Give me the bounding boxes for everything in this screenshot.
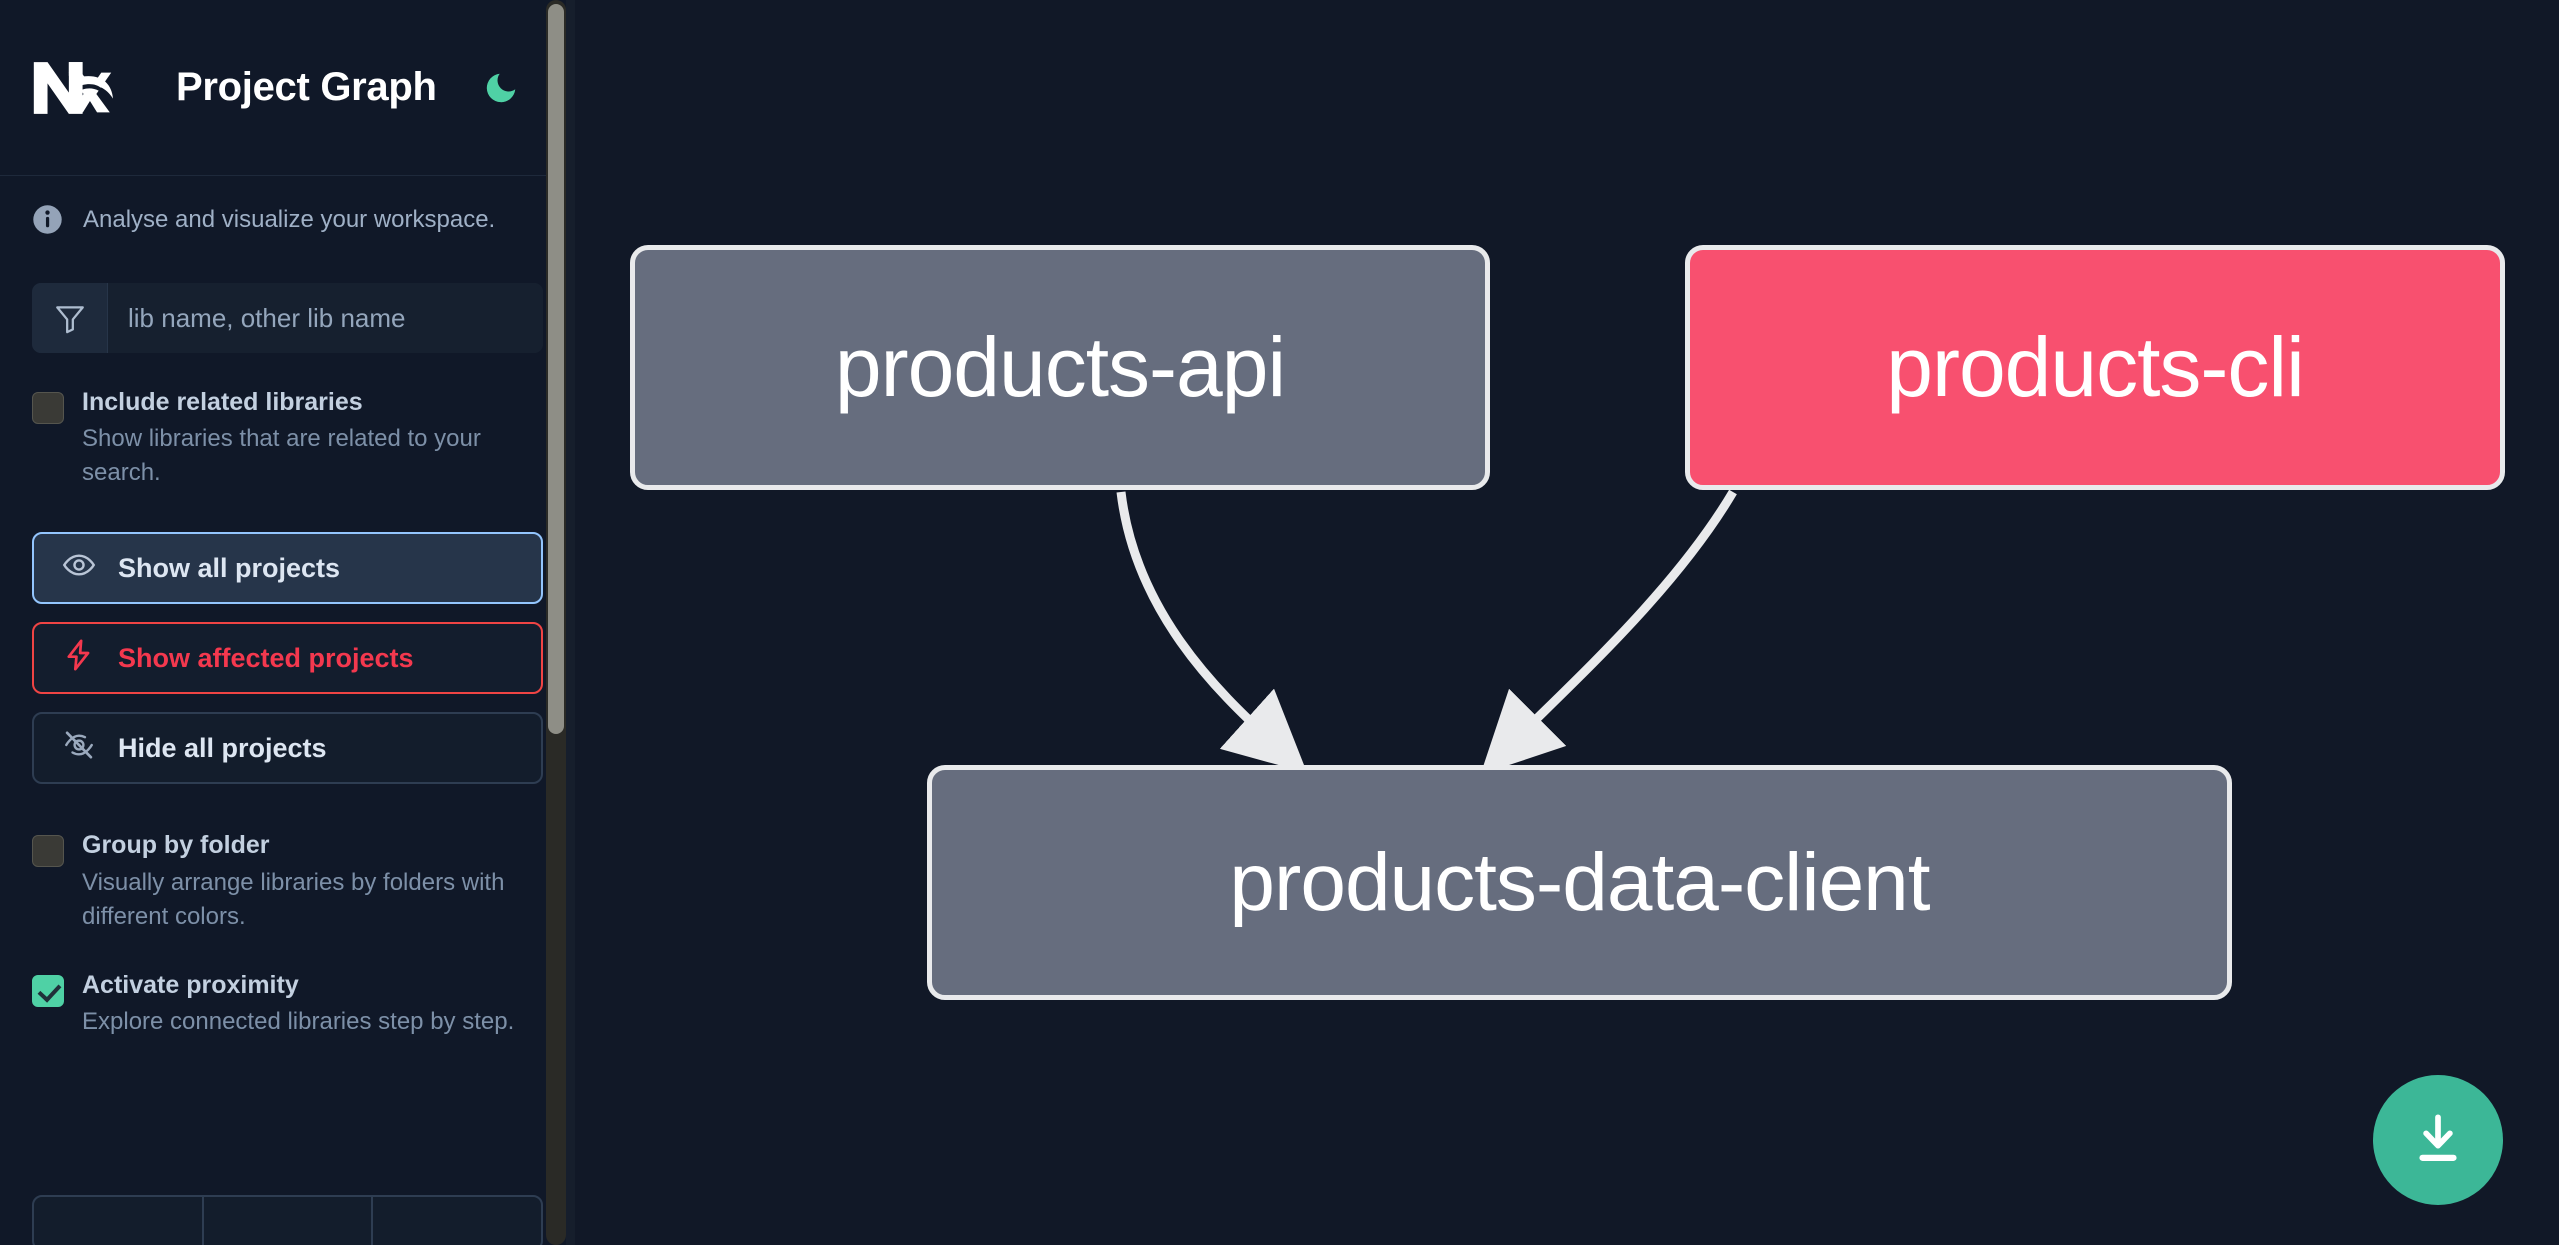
option-include-related-libraries[interactable]: Include related libraries Show libraries… — [0, 387, 575, 490]
moon-icon[interactable] — [479, 66, 523, 110]
graph-node-label: products-data-client — [1229, 836, 1930, 928]
text-filter — [32, 283, 543, 353]
sidebar-header: Project Graph — [0, 0, 575, 176]
edge-products-cli-to-products-data-client — [1480, 489, 1737, 775]
option-description: Show libraries that are related to your … — [82, 425, 481, 487]
activate-proximity-checkbox[interactable] — [32, 974, 64, 1007]
nx-logo-icon — [32, 56, 124, 120]
show-all-projects-label: Show all projects — [118, 552, 341, 583]
download-graph-button[interactable] — [2373, 1075, 2503, 1205]
segment-option[interactable] — [34, 1197, 204, 1245]
include-related-libraries-checkbox[interactable] — [32, 392, 64, 424]
sidebar: Project Graph Analyse and visualize your… — [0, 0, 575, 1245]
graph-node-label: products-cli — [1886, 320, 2304, 414]
graph-edges — [1116, 489, 1737, 775]
graph-node-products-cli[interactable]: products-cli — [1685, 245, 2505, 490]
show-affected-projects-button[interactable]: Show affected projects — [32, 622, 543, 695]
eye-slash-icon — [62, 728, 96, 769]
eye-icon — [62, 548, 96, 589]
workspace-info-text: Analyse and visualize your workspace. — [83, 205, 496, 233]
sidebar-scrollbar[interactable] — [546, 0, 566, 1245]
option-label: Activate proximity — [82, 970, 299, 999]
search-input[interactable] — [108, 283, 543, 353]
sidebar-edge — [566, 0, 575, 1245]
edge-products-api-to-products-data-client — [1116, 491, 1308, 773]
graph-action-buttons: Show all projects Show affected projects — [32, 532, 543, 785]
sidebar-scrollbar-thumb[interactable] — [548, 4, 564, 734]
option-label: Group by folder — [82, 831, 270, 860]
option-label: Include related libraries — [82, 388, 363, 416]
graph-node-label: products-api — [834, 320, 1286, 414]
option-activate-proximity[interactable]: Activate proximity Explore connected lib… — [0, 970, 575, 1039]
graph-node-products-api[interactable]: products-api — [630, 245, 1490, 490]
segment-option[interactable] — [204, 1197, 374, 1245]
graph-node-products-data-client[interactable]: products-data-client — [927, 765, 2232, 1000]
hide-all-projects-button[interactable]: Hide all projects — [32, 712, 543, 785]
group-by-folder-checkbox[interactable] — [32, 835, 64, 868]
info-icon — [32, 204, 63, 235]
workspace-info: Analyse and visualize your workspace. — [0, 176, 575, 235]
page-title: Project Graph — [176, 65, 437, 109]
lightning-bolt-icon — [62, 638, 96, 679]
download-icon — [2407, 1108, 2469, 1173]
show-affected-projects-label: Show affected projects — [118, 642, 414, 673]
option-description: Visually arrange libraries by folders wi… — [82, 868, 505, 930]
option-description: Explore connected libraries step by step… — [82, 1008, 515, 1036]
show-all-projects-button[interactable]: Show all projects — [32, 532, 543, 605]
segment-option[interactable] — [373, 1197, 541, 1245]
graph-canvas[interactable]: products-api products-cli products-data-… — [575, 0, 2559, 1245]
hide-all-projects-label: Hide all projects — [118, 732, 327, 763]
proximity-step-segmented-control[interactable] — [32, 1195, 543, 1245]
option-group-by-folder[interactable]: Group by folder Visually arrange librari… — [0, 830, 575, 933]
filter-funnel-icon — [32, 283, 108, 353]
